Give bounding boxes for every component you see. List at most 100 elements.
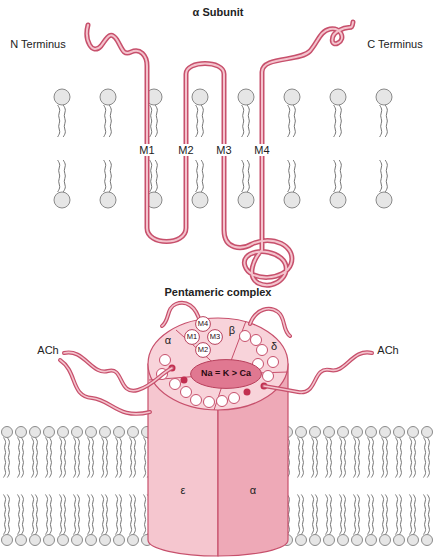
- lipid-tail: [63, 160, 65, 192]
- lipid-tail: [119, 438, 121, 478]
- lipid-tail: [91, 438, 93, 478]
- lipid-head: [114, 427, 125, 438]
- lipid-head: [352, 535, 363, 546]
- lipid-tail: [423, 438, 425, 478]
- helix-circle: [251, 335, 262, 346]
- terminus-label: C Terminus: [367, 38, 422, 51]
- lipid-tail: [77, 438, 79, 478]
- lipid-head: [100, 89, 116, 105]
- lipid-head: [114, 535, 125, 546]
- lipid-head: [30, 535, 41, 546]
- lipid-tail: [201, 160, 203, 192]
- lipid-tail: [63, 438, 65, 478]
- lipid-head: [324, 427, 335, 438]
- subunit-label: δ: [271, 340, 277, 353]
- lipid-head: [2, 427, 13, 438]
- receptor-cylinder: [148, 318, 288, 556]
- lipid-head: [376, 192, 392, 208]
- lipid-tail: [242, 160, 244, 192]
- circle-outline: [196, 317, 211, 332]
- lipid-tail: [353, 438, 355, 478]
- helix-circle: [181, 387, 192, 398]
- lipid-tail: [49, 438, 51, 478]
- helix-circle: [170, 379, 181, 390]
- lipid-tail: [325, 495, 327, 535]
- lipid-head: [284, 89, 300, 105]
- lipid-tail: [129, 495, 131, 535]
- lipid-head: [310, 427, 321, 438]
- lipid-head: [408, 535, 419, 546]
- lipid-tail: [315, 495, 317, 535]
- lipid-tail: [288, 160, 290, 192]
- lipid-tail: [357, 495, 359, 535]
- ach-strands: [264, 352, 372, 392]
- lipid-tail: [334, 105, 336, 137]
- protein-chain: [87, 22, 353, 285]
- lipid-tail: [293, 105, 295, 137]
- lipid-head: [330, 89, 346, 105]
- lipid-head: [54, 89, 70, 105]
- ach-strands: [64, 352, 172, 390]
- lipid-tail: [196, 160, 198, 192]
- lipid-head: [16, 535, 27, 546]
- lipid-head: [366, 427, 377, 438]
- lipid-tail: [35, 495, 37, 535]
- lipid-head: [284, 192, 300, 208]
- protein-chain: [87, 22, 353, 285]
- lipid-tail: [409, 438, 411, 478]
- lipid-tail: [77, 495, 79, 535]
- lipid-head: [366, 535, 377, 546]
- lipid-tail: [73, 495, 75, 535]
- helix-circle: [217, 396, 228, 407]
- segment-label: M2: [177, 144, 194, 157]
- lipid-tail: [301, 495, 303, 535]
- lipid-tail: [105, 495, 107, 535]
- subunit-label: ε: [181, 484, 186, 497]
- lipid-tail: [87, 495, 89, 535]
- lipid-tail: [329, 495, 331, 535]
- lipid-head: [394, 427, 405, 438]
- lipid-tail: [371, 438, 373, 478]
- circle-outline: [196, 343, 211, 358]
- lipid-head: [408, 427, 419, 438]
- lipid-tail: [3, 438, 5, 478]
- lipid-tail: [7, 438, 9, 478]
- lipid-head: [86, 535, 97, 546]
- lipid-tail: [58, 105, 60, 137]
- lipid-tail: [31, 495, 33, 535]
- lipid-head: [376, 89, 392, 105]
- lipid-tail: [381, 438, 383, 478]
- lipid-tail: [133, 495, 135, 535]
- lipid-tail: [3, 495, 5, 535]
- lipid-tail: [413, 495, 415, 535]
- lipid-head: [338, 535, 349, 546]
- lipid-tail: [339, 160, 341, 192]
- lipid-tail: [329, 438, 331, 478]
- lipid-head: [394, 535, 405, 546]
- lipid-tail: [7, 495, 9, 535]
- helix-circle: M3: [207, 329, 223, 345]
- lipid-tail: [101, 438, 103, 478]
- lipid-tail: [371, 495, 373, 535]
- lipid-tail: [21, 495, 23, 535]
- lipid-head: [238, 89, 254, 105]
- lipid-tail: [301, 438, 303, 478]
- lipid-tail: [143, 495, 145, 535]
- ellipse-outline: [191, 360, 262, 389]
- section-title: α Subunit: [193, 6, 244, 19]
- lipid-tail: [73, 438, 75, 478]
- lipid-tail: [59, 438, 61, 478]
- lipid-tail: [45, 495, 47, 535]
- ach-strands: [264, 352, 372, 392]
- lipid-head: [86, 427, 97, 438]
- helix-circle: M1: [184, 329, 200, 345]
- lipid-tail: [31, 438, 33, 478]
- lipid-tail: [21, 438, 23, 478]
- lipid-tail: [115, 495, 117, 535]
- lipid-head: [100, 192, 116, 208]
- ligand-label: ACh: [377, 344, 398, 357]
- lipid-tail: [58, 160, 60, 192]
- lipid-head: [128, 427, 139, 438]
- lipid-tail: [129, 438, 131, 478]
